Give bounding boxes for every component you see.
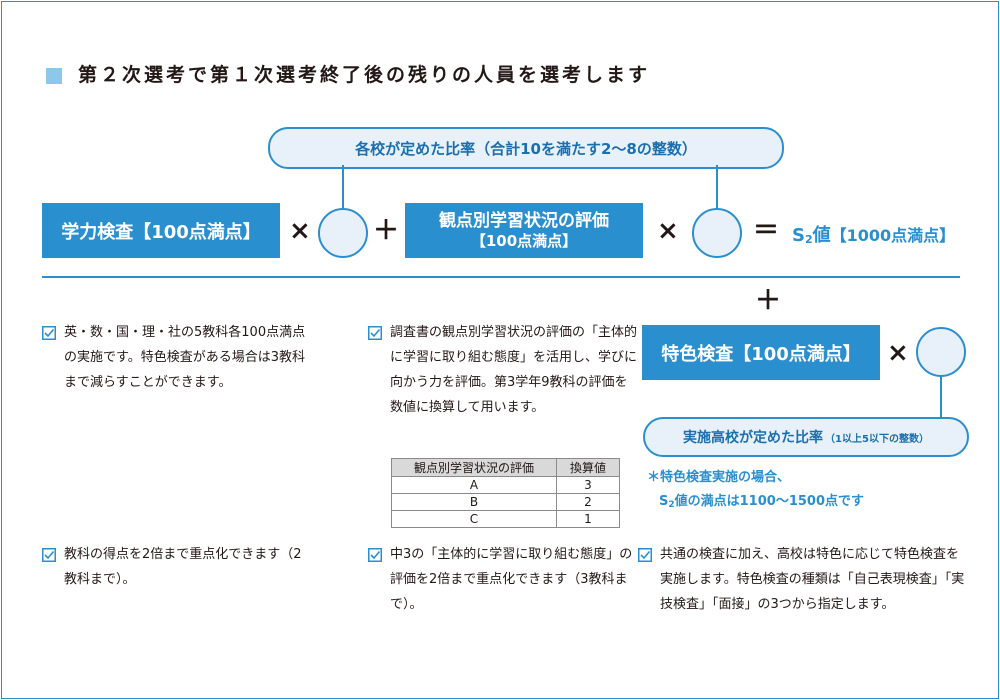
kanten-hyouka-box: 観点別学習状況の評価 【100点満点】 — [405, 203, 643, 258]
conversion-table-wrap: 観点別学習状況の評価 換算値 A 3 B 2 C 1 — [391, 458, 620, 528]
ratio-circle-1 — [318, 208, 368, 258]
multiply-sign-1: × — [289, 216, 311, 246]
item-gakuryoku-desc: 英・数・国・理・社の5教科各100点満点の実施です。特色検査がある場合は3教科ま… — [42, 320, 312, 395]
item-text: 英・数・国・理・社の5教科各100点満点の実施です。特色検査がある場合は3教科ま… — [64, 325, 306, 390]
item-text: 中3の「主体的に学習に取り組む態度」の評価を2倍まで重点化できます（3教科まで）… — [390, 547, 633, 612]
equals-sign: ＝ — [753, 216, 780, 246]
result-rest: 値 — [812, 225, 831, 246]
checkbox-icon — [42, 326, 56, 340]
connector-line-2 — [716, 165, 718, 209]
tokushoku-kensa-label: 特色検査【100点満点】 — [661, 343, 861, 365]
table-row: C 1 — [391, 510, 620, 528]
result-subscript: 2 — [804, 233, 813, 246]
result-bracket: 【1000点満点】 — [830, 226, 956, 245]
result-s: S — [792, 225, 805, 246]
table-header-cell: 換算値 — [556, 458, 620, 477]
item-kanten-desc: 調査書の観点別学習状況の評価の「主体的に学習に取り組む態度」を活用し、学びに向か… — [368, 320, 638, 420]
tokushoku-note: ＊特色検査実施の場合、 S2値の満点は1100〜1500点です — [647, 466, 864, 515]
ratio-circle-3 — [916, 327, 966, 377]
title-square-icon — [46, 68, 62, 84]
divider-line — [42, 276, 960, 278]
checkbox-icon — [368, 548, 382, 562]
page-title: 第２次選考で第１次選考終了後の残りの人員を選考します — [78, 64, 651, 86]
table-cell: B — [391, 493, 557, 511]
connector-line-1 — [342, 165, 344, 209]
plus-sign-2: ＋ — [755, 286, 782, 316]
table-cell: 2 — [556, 493, 620, 511]
note-rest: 値の満点は1100〜1500点です — [674, 494, 865, 509]
tokushoku-ratio-pill: 実施高校が定めた比率（1以上5以下の整数） — [643, 417, 969, 457]
ratio-circle-2 — [692, 208, 742, 258]
item-text: 調査書の観点別学習状況の評価の「主体的に学習に取り組む態度」を活用し、学びに向か… — [390, 325, 638, 415]
multiply-sign-2: × — [657, 216, 679, 246]
ratio-label-pill: 各校が定めた比率（合計10を満たす2〜8の整数） — [268, 127, 784, 169]
s2-value-result: S2値【1000点満点】 — [792, 221, 955, 247]
gakuryoku-kensa-box: 学力検査【100点満点】 — [42, 203, 280, 258]
table-cell: A — [391, 476, 557, 494]
plus-sign-1: ＋ — [373, 216, 400, 246]
kanten-hyouka-label: 観点別学習状況の評価 — [439, 211, 609, 232]
note-s: S — [659, 494, 669, 509]
table-cell: 3 — [556, 476, 620, 494]
note-subscript: 2 — [668, 500, 675, 510]
item-kanten-weight: 中3の「主体的に学習に取り組む態度」の評価を2倍まで重点化できます（3教科まで）… — [368, 542, 638, 617]
item-tokushoku-desc: 共通の検査に加え、高校は特色に応じて特色検査を実施します。特色検査の種類は「自己… — [638, 542, 968, 617]
conversion-table: 観点別学習状況の評価 換算値 A 3 B 2 C 1 — [391, 458, 620, 528]
checkbox-icon — [368, 326, 382, 340]
note-line-2: S2値の満点は1100〜1500点です — [647, 490, 864, 515]
checkbox-icon — [638, 548, 652, 562]
connector-line-3 — [940, 375, 942, 418]
note-line-1: ＊特色検査実施の場合、 — [647, 470, 791, 485]
item-text: 共通の検査に加え、高校は特色に応じて特色検査を実施します。特色検査の種類は「自己… — [660, 547, 965, 612]
item-gakuryoku-weight: 教科の得点を2倍まで重点化できます（2教科まで）。 — [42, 542, 312, 592]
table-row: B 2 — [391, 493, 620, 511]
table-cell: 1 — [556, 510, 620, 528]
checkbox-icon — [42, 548, 56, 562]
gakuryoku-kensa-label: 学力検査【100点満点】 — [61, 221, 261, 243]
tokushoku-kensa-box: 特色検査【100点満点】 — [642, 325, 880, 380]
tokushoku-ratio-main: 実施高校が定めた比率 — [683, 430, 824, 446]
tokushoku-ratio-small: （1以上5以下の整数） — [825, 433, 929, 445]
item-text: 教科の得点を2倍まで重点化できます（2教科まで）。 — [64, 547, 302, 587]
multiply-sign-3: × — [887, 338, 909, 368]
table-header-row: 観点別学習状況の評価 換算値 — [391, 458, 620, 477]
kanten-hyouka-points: 【100点満点】 — [470, 231, 578, 250]
table-row: A 3 — [391, 476, 620, 494]
table-header-cell: 観点別学習状況の評価 — [391, 458, 557, 477]
table-cell: C — [391, 510, 557, 528]
